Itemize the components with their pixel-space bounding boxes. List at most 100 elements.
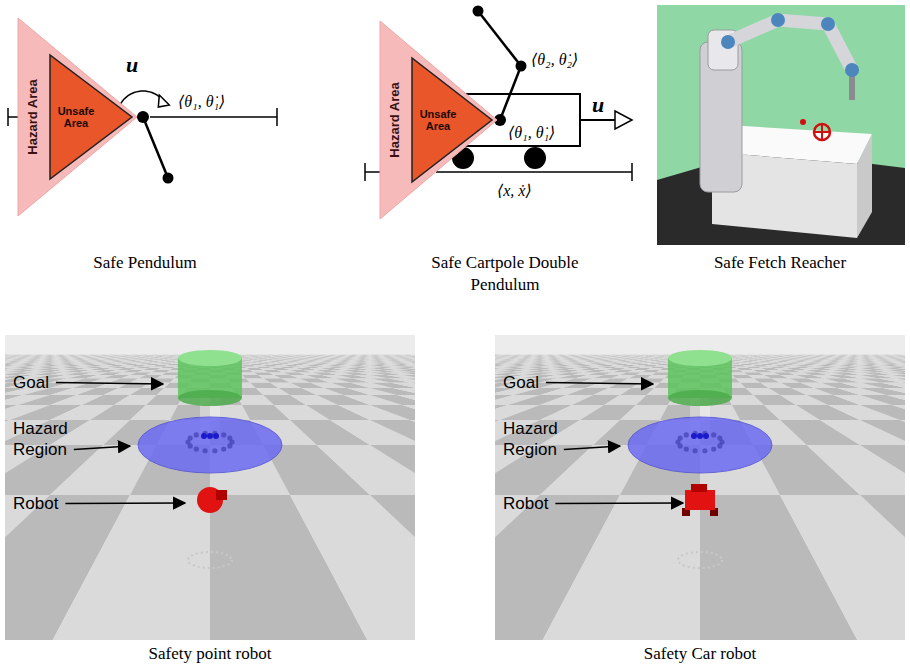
floor-tile	[173, 354, 179, 355]
track-tick	[7, 108, 9, 126]
floor-tile	[892, 375, 905, 378]
floor-tile	[900, 370, 905, 372]
track-tick	[364, 163, 366, 181]
sensor-dot	[207, 433, 213, 439]
floor-tile	[892, 405, 905, 420]
floor-tile	[171, 355, 178, 356]
target-marker	[814, 124, 830, 140]
floor-tile	[166, 355, 173, 356]
floor-tile	[620, 405, 668, 420]
floor-tile	[399, 372, 415, 375]
track-line	[436, 171, 632, 173]
floor-tile	[407, 368, 415, 370]
track-tick	[631, 163, 633, 181]
sensor-dot	[194, 432, 199, 437]
floor-tile	[900, 420, 905, 445]
pendulum-joint	[516, 61, 527, 72]
floor-tile	[636, 395, 673, 405]
floor-tile	[654, 365, 668, 366]
track-line	[8, 116, 18, 118]
floor-tile	[647, 375, 668, 378]
car-robot-scene	[220, 335, 910, 645]
floor-tile	[390, 383, 415, 388]
target-cross	[821, 124, 823, 140]
track-line	[150, 116, 277, 118]
floor-tile	[410, 383, 415, 388]
floor-tile	[160, 355, 167, 356]
floor-tile	[164, 365, 178, 366]
floor-tile	[155, 355, 162, 356]
floor-tile	[262, 354, 269, 355]
floor-tile	[413, 365, 415, 366]
sensor-dot	[221, 446, 226, 451]
hazard-region	[138, 417, 282, 473]
floor-tile	[370, 420, 415, 445]
pendulum-mass	[473, 6, 484, 17]
floor-tile	[402, 365, 415, 366]
floor-tile	[130, 405, 178, 420]
floor-tile	[370, 405, 415, 420]
floor-tile	[162, 354, 169, 355]
floor-tile	[157, 375, 178, 378]
fetch-reacher-render	[657, 5, 905, 245]
cart-wheel	[524, 147, 546, 169]
floor-tile	[904, 372, 905, 375]
table-side	[857, 134, 872, 238]
floor-tile	[50, 495, 210, 640]
floor-tile	[370, 495, 415, 640]
floor-tile	[402, 405, 415, 420]
floor-tile	[242, 355, 249, 356]
floor-tile	[161, 366, 176, 368]
floor-tile	[146, 354, 153, 355]
floor-tile	[860, 495, 905, 640]
floor-tile	[900, 364, 905, 365]
floor-tile	[897, 368, 905, 370]
sensor-dot	[221, 432, 226, 437]
torque-arrowhead	[158, 95, 169, 107]
floor-tile	[393, 388, 415, 395]
goal-top	[178, 350, 242, 366]
floor-tile	[406, 354, 415, 355]
sensor-dot	[201, 433, 207, 439]
floor-tile	[411, 354, 415, 355]
floor-tile	[889, 372, 905, 375]
floor-tile	[887, 370, 905, 372]
floor-tile	[404, 366, 415, 368]
pendulum-link	[478, 11, 521, 66]
pendulum-pivot	[137, 111, 149, 123]
robot-joint	[771, 13, 785, 27]
floor-tile	[406, 378, 415, 382]
floor-tile	[157, 354, 164, 355]
floor-tile	[397, 395, 415, 405]
floor-tile	[402, 375, 415, 378]
track-tick	[276, 108, 278, 126]
floor-tile	[900, 383, 905, 388]
floor-tile	[269, 355, 277, 356]
sensor-dot	[194, 446, 199, 451]
sensor-dot	[227, 435, 232, 440]
floor-tile	[410, 364, 415, 365]
target-dot	[800, 119, 806, 125]
sensor-dot	[203, 448, 208, 453]
pendulum-link	[500, 66, 521, 120]
robot-joint	[845, 63, 859, 77]
floor-tile	[898, 363, 905, 364]
checker-floor	[495, 335, 905, 640]
robot-joint	[721, 35, 735, 49]
track-line	[365, 171, 380, 173]
floor-tile	[410, 370, 415, 372]
floor-tile	[149, 355, 156, 356]
floor-tile	[272, 354, 279, 355]
floor-tile	[135, 354, 143, 355]
floor-tile	[887, 395, 905, 405]
pendulum-rod	[143, 117, 168, 178]
floor-tile	[860, 445, 905, 495]
floor-tile	[251, 354, 258, 355]
floor-tile	[880, 383, 905, 388]
point-robot-sensor	[216, 490, 227, 500]
floor-tile	[151, 354, 158, 355]
floor-tile	[138, 355, 146, 356]
floor-tile	[246, 354, 253, 355]
force-arrowhead	[615, 111, 632, 129]
floor-tile	[141, 354, 148, 355]
